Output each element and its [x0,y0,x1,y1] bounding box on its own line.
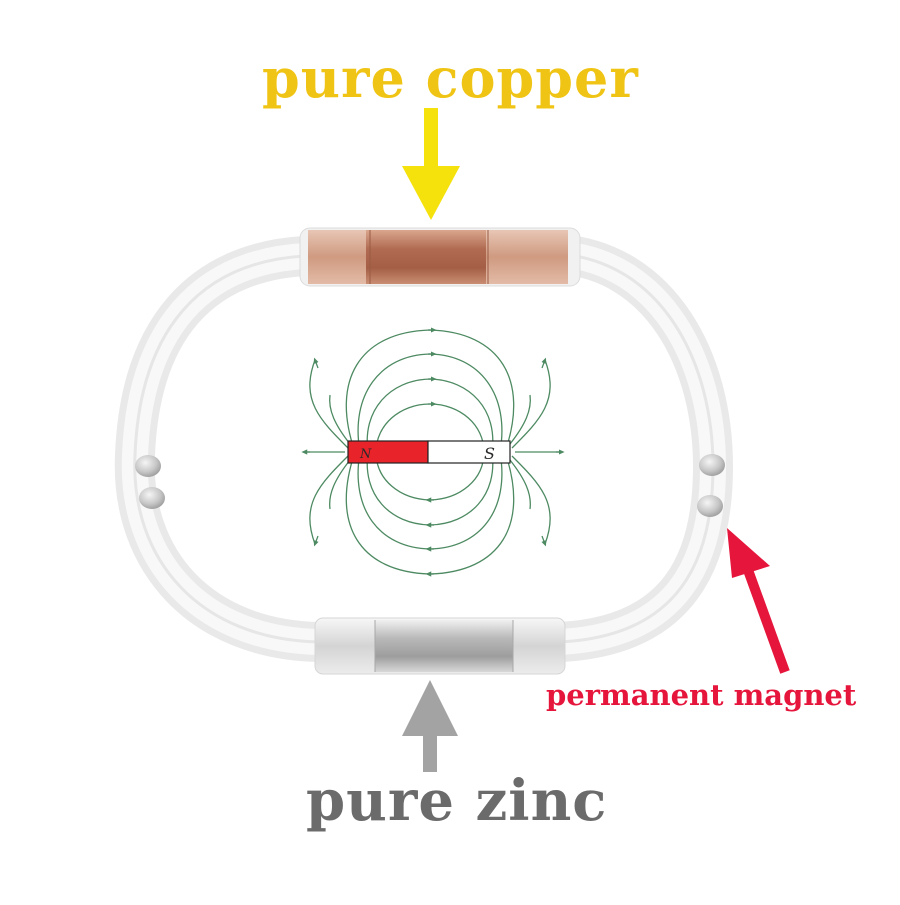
copper-label: pure copper [262,46,639,110]
arrow-diagonal-icon [727,528,790,674]
zinc-sleeve [314,617,566,675]
magnetic-field-diagram [301,327,565,577]
bar-magnet: N S [347,440,511,464]
copper-sleeve [299,227,581,287]
arrow-up-icon [402,680,458,772]
magnet-label: permanent magnet [546,678,857,712]
arrow-down-icon [402,108,460,220]
south-pole-label: S [484,444,495,463]
south-pole [427,440,511,464]
right-beads [697,454,725,517]
zinc-label: pure zinc [306,768,608,834]
left-beads [135,455,165,509]
north-pole-label: N [359,447,372,462]
